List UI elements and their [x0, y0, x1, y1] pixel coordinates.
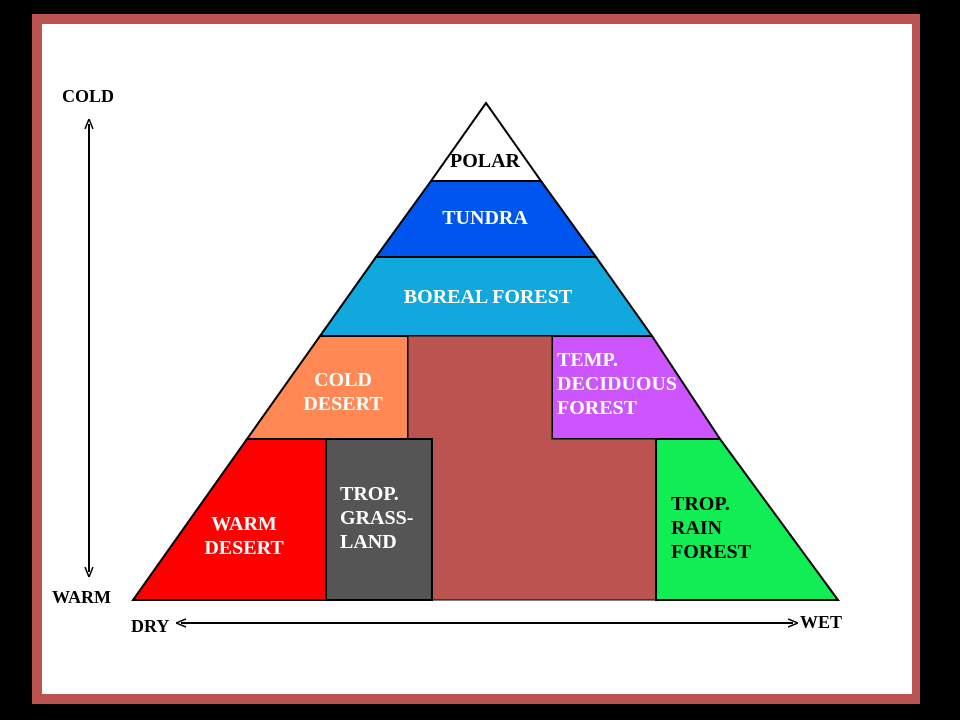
trop-grassland-label: TROP.GRASS-LAND [340, 483, 413, 553]
cold-axis-label: COLD [62, 86, 114, 106]
tundra-label: TUNDRA [442, 207, 528, 229]
trop-grassland-label-line: GRASS- [340, 507, 413, 529]
dry-axis-label: DRY [131, 616, 169, 636]
temp-deciduous-forest-label-line: DECIDUOUS [557, 373, 677, 395]
warm-desert-label-line: WARM [211, 513, 277, 535]
trop-grassland-label-line: TROP. [340, 483, 399, 505]
trop-rain-forest-label-line: RAIN [671, 517, 723, 539]
warm-axis-label: WARM [52, 587, 111, 607]
trop-rain-forest-label-line: TROP. [671, 493, 730, 515]
temp-deciduous-forest-label-line: TEMP. [557, 349, 618, 371]
trop-grassland-label-line: LAND [340, 531, 397, 553]
cold-desert-label-line: COLD [314, 369, 372, 391]
trop-rain-forest-label-line: FOREST [671, 541, 752, 563]
polar-label-line: POLAR [450, 150, 521, 172]
wet-axis-label: WET [800, 612, 842, 632]
cold-desert-label-line: DESERT [303, 393, 383, 415]
temp-deciduous-forest-label-line: FOREST [557, 397, 638, 419]
boreal-forest-label-line: BOREAL FOREST [404, 286, 573, 308]
polar-label: POLAR [450, 150, 521, 172]
boreal-forest-label: BOREAL FOREST [404, 286, 573, 308]
trop-rain-forest-region [655, 438, 840, 601]
trop-grassland-region [325, 438, 433, 601]
warm-desert-label-line: DESERT [204, 537, 284, 559]
tundra-label-line: TUNDRA [442, 207, 528, 229]
